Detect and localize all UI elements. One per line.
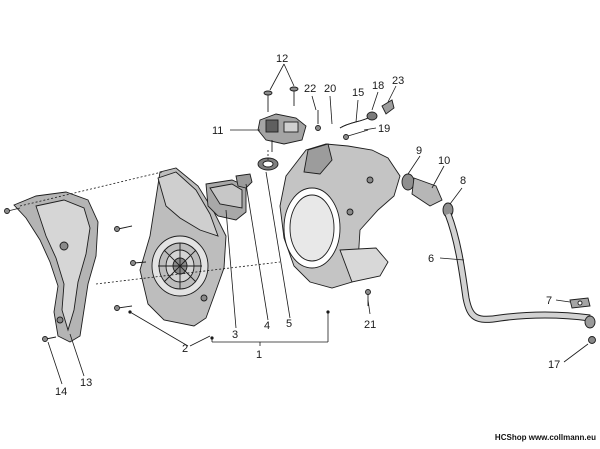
callout-23: 23: [392, 75, 404, 87]
fan-cover: [139, 167, 227, 327]
leader-lines: [47, 63, 589, 385]
callout-4: 4: [264, 320, 270, 332]
callout-7: 7: [546, 295, 552, 307]
hose-15: [339, 117, 369, 129]
bracket-7: [569, 297, 591, 309]
callout-13: 13: [80, 377, 92, 389]
pipe-end: [584, 315, 596, 329]
clamp-18: [366, 111, 378, 121]
callout-10: 10: [438, 155, 450, 167]
footer-site[interactable]: www.collmann.eu: [528, 433, 596, 442]
callout-1: 1: [256, 349, 262, 361]
callout-21: 21: [364, 319, 376, 331]
callout-18: 18: [372, 80, 384, 92]
gasket-ring: [257, 157, 279, 171]
callout-15: 15: [352, 87, 364, 99]
outer-cover: [13, 191, 99, 343]
callout-2: 2: [182, 343, 188, 355]
footer-brand: HCShop: [494, 433, 527, 442]
clip: [235, 173, 253, 189]
screws-12: [263, 86, 299, 112]
cylinder-shroud: [279, 143, 401, 289]
callout-14: 14: [55, 386, 67, 398]
callout-22: 22: [304, 83, 316, 95]
nut-17: [588, 336, 596, 344]
valve-unit: [257, 113, 307, 152]
foam-pad: [205, 179, 247, 221]
bolt-19: [343, 129, 369, 140]
bracket-23: [381, 99, 395, 115]
clamp-9: [401, 173, 415, 191]
callout-3: 3: [232, 329, 238, 341]
callout-19: 19: [378, 123, 390, 135]
callout-17: 17: [548, 359, 560, 371]
callout-12: 12: [276, 53, 288, 65]
screw-22: [315, 110, 321, 131]
assembly-guides: [19, 150, 281, 285]
callout-6: 6: [428, 253, 434, 265]
callout-9: 9: [416, 145, 422, 157]
callout-11: 11: [212, 125, 223, 137]
pipe-10: [411, 177, 443, 207]
footer-credit: HCShop www.collmann.eu: [495, 433, 596, 442]
callout-numbers: 1 2 3 4 5 6 7 8 9 10 11 12 13 14 15 17 1…: [55, 53, 560, 398]
loose-screws: [4, 207, 371, 342]
leader-dots: [128, 310, 330, 340]
callout-8: 8: [460, 175, 466, 187]
callout-5: 5: [286, 318, 292, 330]
callout-20: 20: [324, 83, 336, 95]
hose-6: [444, 212, 591, 323]
